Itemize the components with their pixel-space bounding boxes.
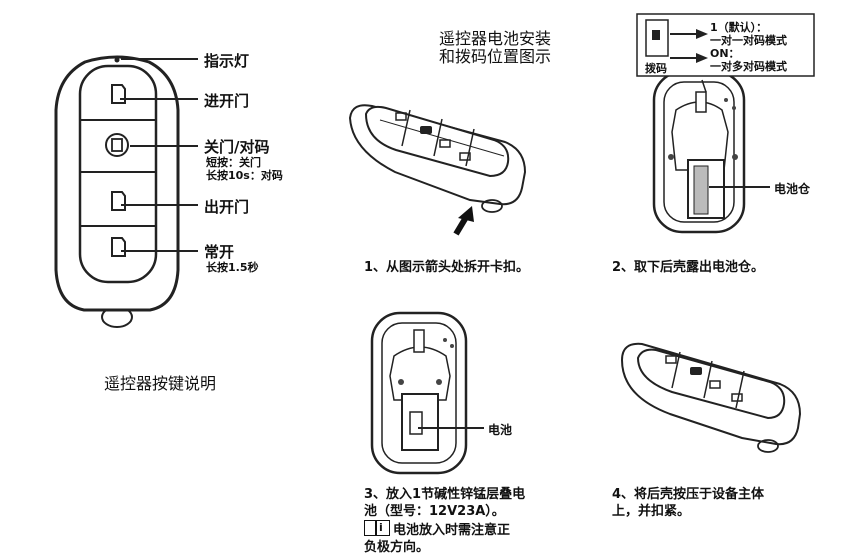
step4-caption: 4、将后壳按压于设备主体 上，并扣紧。 [612, 486, 764, 520]
step3-line1: 3、放入1节碱性锌锰层叠电 [364, 487, 526, 502]
remote-keys-caption: 遥控器按键说明 [104, 374, 217, 393]
always-open-icon [111, 237, 126, 257]
step4-line2: 上，并扣紧。 [612, 504, 691, 519]
step3-note: i 电池放入时需注意正 [364, 520, 525, 539]
label-always-open-long: 长按1.5秒 [206, 261, 259, 274]
label-enter-door: 进开门 [204, 92, 250, 110]
step1-caption: 1、从图示箭头处拆开卡扣。 [364, 260, 530, 275]
step3-caption: 3、放入1节碱性锌锰层叠电 池（型号：12V23A）。 i 电池放入时需注意正 负… [364, 486, 525, 556]
step1-illustration [348, 104, 527, 236]
step3-line2: 池（型号：12V23A）。 [364, 504, 505, 519]
close-pair-button-ring [105, 133, 129, 157]
step2-illustration [636, 13, 815, 234]
enter-door-icon [111, 84, 126, 104]
label-always-open: 常开 [204, 243, 235, 261]
label-close-pair-short: 短按：关门 [206, 156, 261, 169]
step3-note-line1: 电池放入时需注意正 [393, 523, 511, 538]
battery-label: 电池 [488, 423, 513, 437]
remote-front-illustration [54, 55, 180, 328]
close-pair-icon [111, 138, 123, 152]
step3-note-line2: 负极方向。 [364, 540, 430, 555]
label-close-pair-long: 长按10s：对码 [206, 169, 283, 182]
dip-opt2-desc: 一对多对码模式 [710, 60, 787, 73]
step3-illustration [370, 311, 484, 475]
label-exit-door: 出开门 [204, 198, 250, 216]
battery-install-title: 遥控器电池安装 和拨码位置图示 [420, 30, 570, 66]
title-line1: 遥控器电池安装 [438, 29, 551, 48]
info-book-icon: i [364, 520, 390, 536]
dip-opt1-desc: 一对一对码模式 [710, 34, 787, 47]
step4-illustration [620, 342, 802, 453]
leader-lines-left [120, 58, 198, 252]
info-icon-glyph: i [379, 521, 383, 534]
battery-compartment-label: 电池仓 [774, 182, 811, 196]
step2-caption: 2、取下后壳露出电池仓。 [612, 260, 765, 275]
step4-line1: 4、将后壳按压于设备主体 [612, 487, 765, 502]
title-line2: 和拨码位置图示 [438, 47, 551, 66]
exit-door-icon [111, 191, 126, 211]
label-close-pair: 关门/对码 [204, 138, 270, 156]
dip-opt1-title: 1（默认）： [710, 21, 768, 34]
dip-opt2-title: ON： [710, 47, 740, 60]
label-indicator: 指示灯 [204, 52, 250, 70]
indicator-light [114, 57, 120, 63]
dip-label: 拨码 [645, 62, 667, 75]
